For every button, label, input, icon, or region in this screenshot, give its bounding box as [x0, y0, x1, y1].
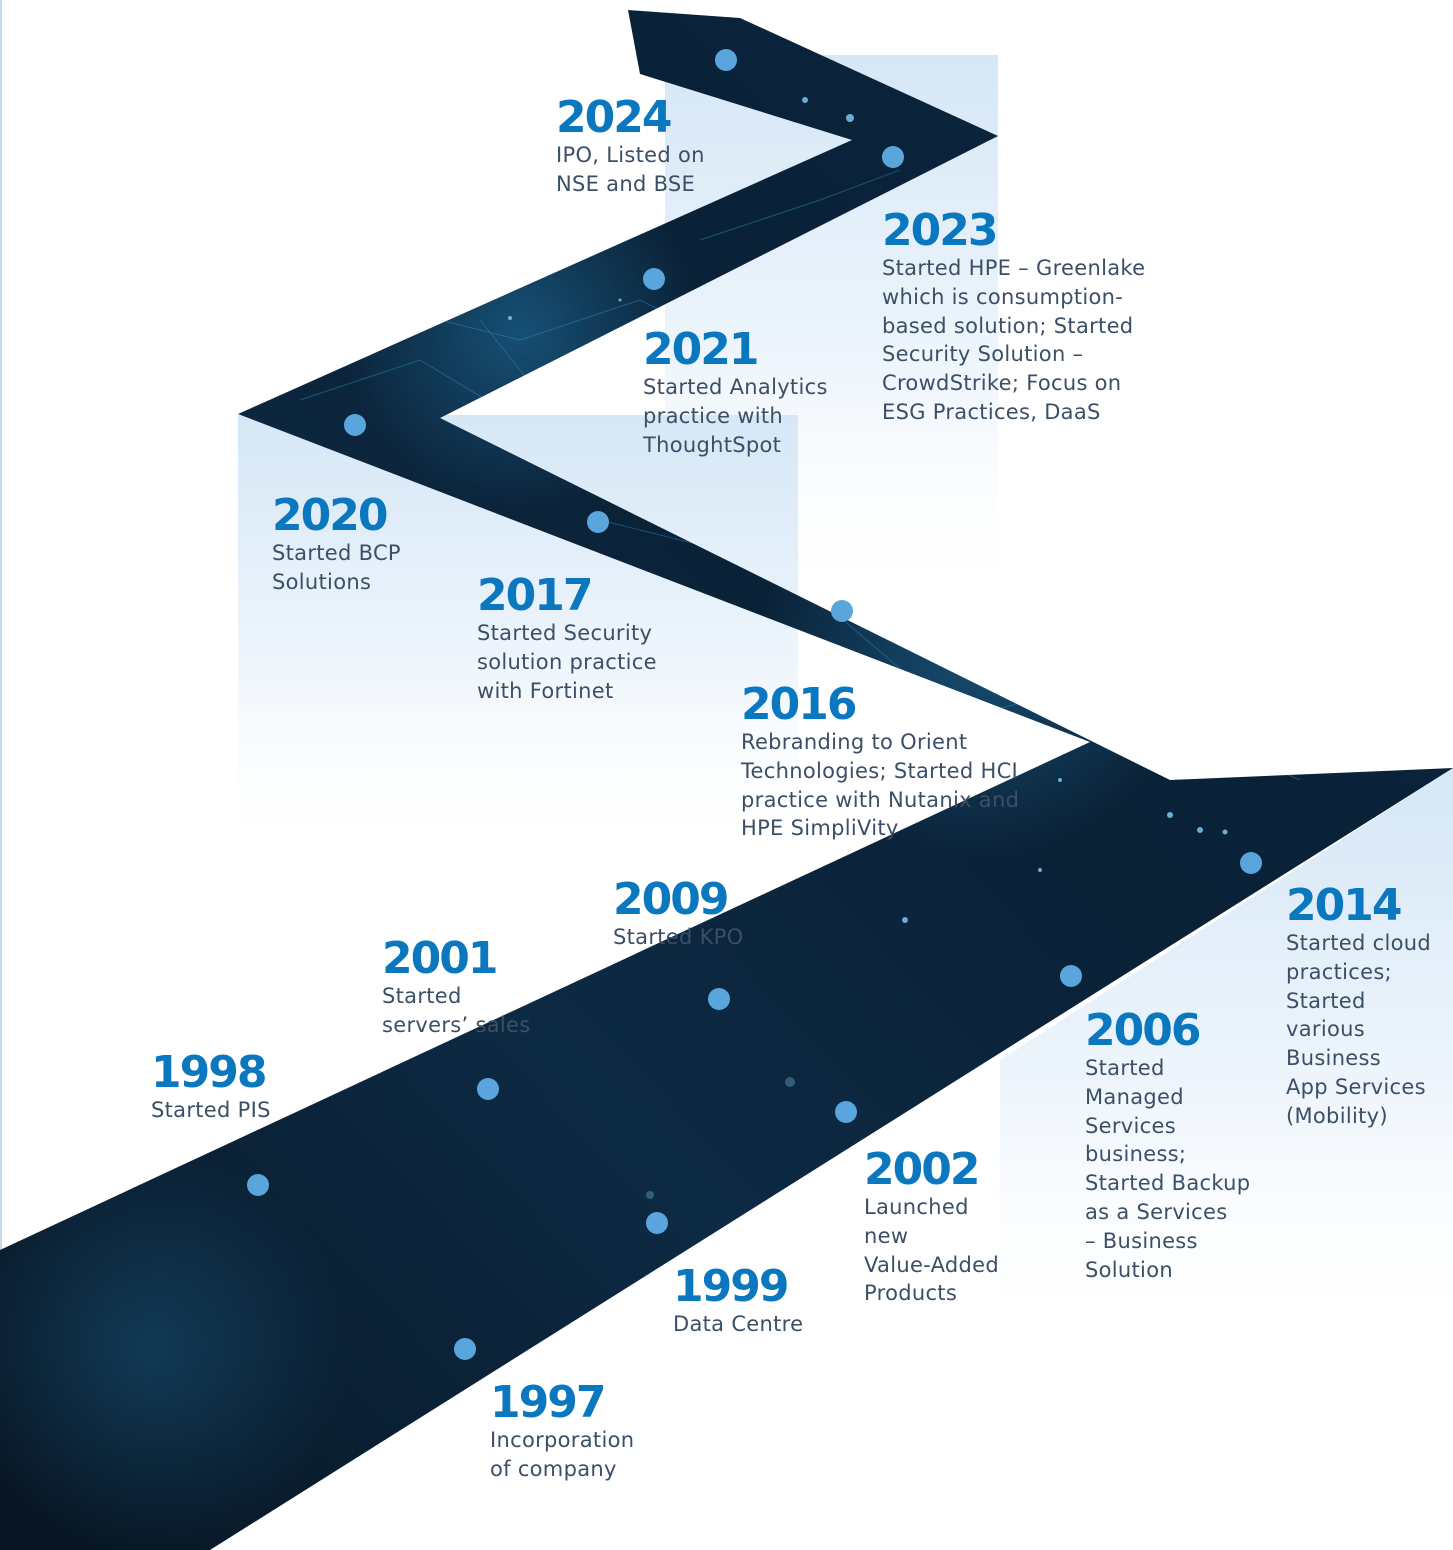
milestone-1998: 1998 Started PIS [151, 1050, 271, 1125]
timeline-dot-icon [708, 988, 730, 1010]
timeline-dot-icon [1240, 852, 1262, 874]
milestone-year: 2017 [477, 570, 593, 621]
left-edge-rule [0, 0, 2, 1250]
milestone-year: 2014 [1286, 880, 1402, 931]
milestone-2009: 2009 Started KPO [613, 877, 744, 952]
timeline-dot-icon [1060, 965, 1082, 987]
timeline-dot-icon [835, 1101, 857, 1123]
milestone-year: 2016 [741, 679, 857, 730]
timeline-dot-icon [477, 1078, 499, 1100]
milestone-year: 1998 [151, 1047, 267, 1098]
milestone-year: 2024 [556, 92, 672, 143]
timeline-dot-icon [646, 1212, 668, 1234]
milestone-year: 2023 [882, 205, 998, 256]
timeline-dot-icon [882, 146, 904, 168]
milestone-year: 2002 [864, 1144, 980, 1195]
timeline-dot-icon [587, 511, 609, 533]
milestone-1999: 1999 Data Centre [673, 1264, 803, 1339]
milestone-year: 2021 [643, 324, 759, 375]
milestone-year: 1997 [490, 1377, 606, 1428]
milestone-description: Started PIS [151, 1098, 271, 1122]
milestone-year: 1999 [673, 1261, 789, 1312]
timeline-dot-icon [344, 414, 366, 436]
milestone-year: 2009 [613, 874, 729, 925]
milestone-year: 2001 [382, 933, 498, 984]
timeline-dot-icon [454, 1338, 476, 1360]
milestone-description: Data Centre [673, 1312, 804, 1336]
right-light-panel [1000, 768, 1453, 1350]
milestone-year: 2006 [1085, 1005, 1201, 1056]
timeline-dot-icon [831, 600, 853, 622]
timeline-dot-icon [643, 268, 665, 290]
milestone-year: 2020 [272, 490, 388, 541]
milestone-description: Started KPO [613, 925, 744, 949]
timeline-dot-icon [715, 49, 737, 71]
timeline-dot-icon [247, 1174, 269, 1196]
